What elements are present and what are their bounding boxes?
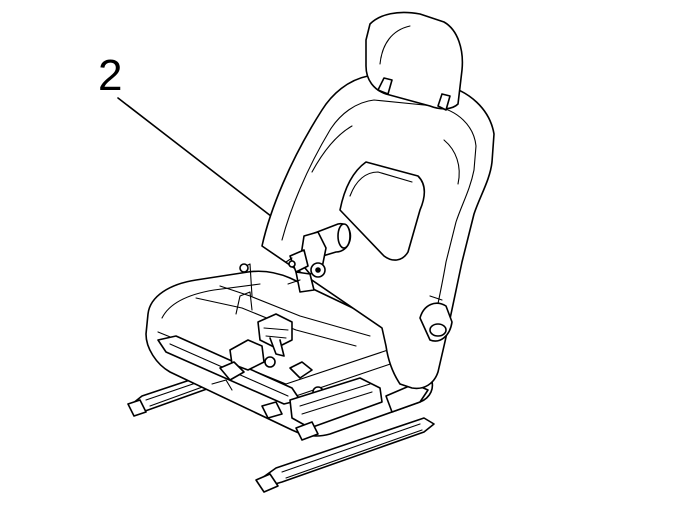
seat-headrest [365,11,464,111]
seat-backrest [261,75,495,390]
seat-frame-mechanism [157,263,429,441]
callout-number: 2 [98,51,122,100]
component-2-motor [285,222,352,293]
seat-rails [127,365,435,493]
